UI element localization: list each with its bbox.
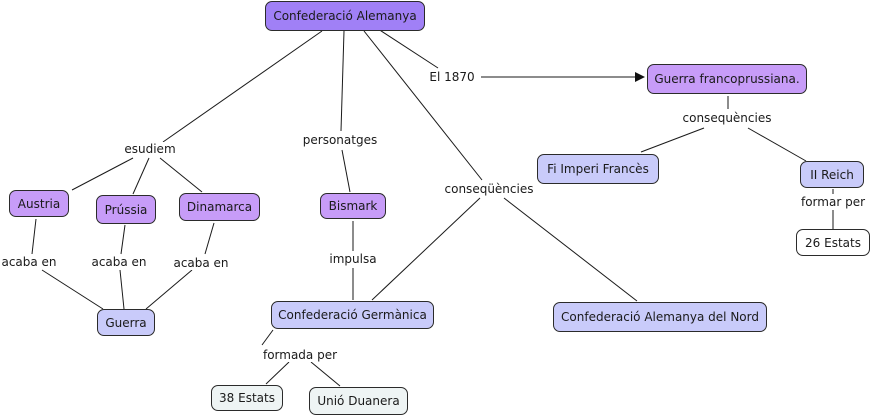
- line-austria-acaba: [31, 218, 37, 255]
- line-formada-unio: [310, 361, 341, 387]
- node-unio-duanera[interactable]: Unió Duanera: [309, 387, 408, 415]
- line-personatges-bismark: [341, 149, 351, 193]
- line-esudiem-dinamarca: [159, 157, 203, 193]
- line-root-esudiem: [162, 30, 323, 143]
- node-38-estats[interactable]: 38 Estats: [211, 385, 283, 411]
- link-label-acaba-en-2: acaba en: [89, 255, 149, 269]
- line-root-personatges: [340, 30, 345, 132]
- node-26-estats[interactable]: 26 Estats: [796, 229, 870, 256]
- line-consequencies-fi: [640, 127, 705, 153]
- node-fi-imperi-frances[interactable]: Fi Imperi Francès: [537, 154, 659, 184]
- node-prussia[interactable]: Prússia: [96, 195, 156, 224]
- line-acaba3-guerra: [145, 269, 193, 310]
- node-austria[interactable]: Austria: [9, 190, 69, 217]
- line-consequencies-nord: [503, 197, 638, 302]
- line-prussia-acaba: [120, 224, 126, 255]
- line-root-consequencies: [363, 30, 483, 181]
- node-confederacio-germanica[interactable]: Confederació Germànica: [271, 301, 434, 329]
- link-label-acaba-en-3: acaba en: [171, 256, 231, 270]
- node-confederacio-alemanya-nord[interactable]: Confederació Alemanya del Nord: [553, 302, 767, 332]
- line-consequencies-reich: [747, 127, 807, 162]
- node-dinamarca[interactable]: Dinamarca: [179, 193, 260, 221]
- node-guerra[interactable]: Guerra: [97, 309, 155, 336]
- line-esudiem-austria: [71, 157, 134, 191]
- link-label-formada-per: formada per: [260, 348, 340, 362]
- link-label-impulsa: impulsa: [327, 252, 379, 266]
- line-consequencies-germanica: [371, 197, 481, 301]
- node-guerra-francoprussiana[interactable]: Guerra francoprussiana.: [647, 64, 807, 94]
- line-dinamarca-acaba: [204, 222, 215, 255]
- link-label-consequencies-fp: consequències: [680, 111, 774, 125]
- link-label-formar-per: formar per: [798, 195, 868, 209]
- line-formada-38: [265, 361, 290, 385]
- link-label-personatges: personatges: [300, 133, 380, 147]
- node-bismark[interactable]: Bismark: [320, 193, 386, 219]
- line-esudiem-prussia: [132, 157, 150, 195]
- link-label-acaba-en-1: acaba en: [0, 255, 59, 269]
- link-label-el-1870: El 1870: [427, 70, 477, 84]
- line-acaba2-guerra: [119, 269, 125, 310]
- line-germanica-formada: [261, 329, 274, 346]
- node-confederacio-alemanya[interactable]: Confederació Alemanya: [265, 1, 425, 31]
- link-label-esudiem: esudiem: [122, 142, 178, 156]
- link-label-consequencies-main: conseqüències: [442, 182, 536, 196]
- line-acaba1-guerra: [41, 269, 104, 310]
- line-root-el1870: [374, 26, 439, 69]
- node-ii-reich[interactable]: II Reich: [800, 161, 864, 188]
